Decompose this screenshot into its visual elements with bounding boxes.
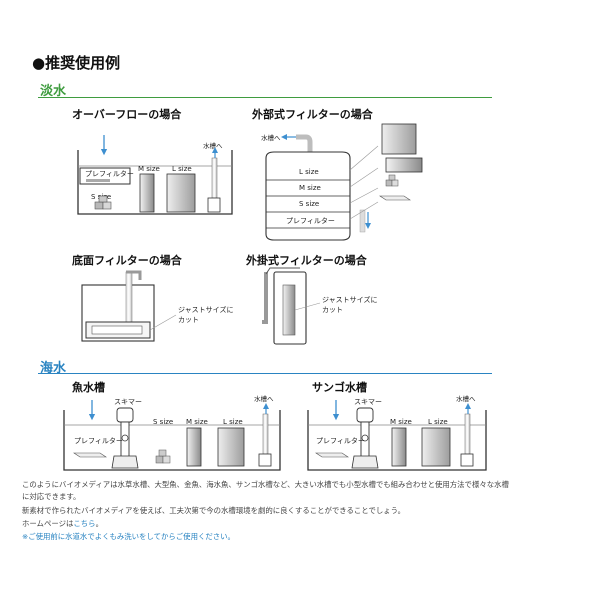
coral-prefilter-label: プレフィルター (316, 436, 365, 445)
overflow-pump (207, 197, 221, 213)
fish-m-label: M size (186, 418, 208, 426)
usage-note: ※ご使用前に水道水でよくもみ洗いをしてからご使用ください。 (22, 532, 235, 541)
section-marine-divider (38, 373, 492, 374)
homepage-suffix: 。 (95, 519, 103, 528)
homepage-line: ホームページはこちら。 (22, 519, 103, 529)
hangon-just-size-2: カット (322, 306, 343, 314)
fish-prefilter-pad (73, 452, 107, 458)
section-freshwater-divider (38, 97, 492, 98)
external-m-block (385, 157, 423, 173)
overflow-l-label: L size (172, 165, 192, 173)
external-l-label: L size (299, 168, 319, 176)
coral-m-block (391, 427, 407, 467)
fish-l-label: L size (223, 418, 243, 426)
overflow-to-tank-label: 水槽へ (203, 141, 223, 150)
overflow-m-label: M size (138, 165, 160, 173)
coral-skimmer-label: スキマー (354, 398, 382, 406)
fish-to-tank-label: 水槽へ (254, 394, 274, 403)
external-prefilter-label: プレフィルター (286, 216, 335, 225)
coral-prefilter-pad (315, 452, 349, 458)
external-title: 外部式フィルターの場合 (252, 108, 373, 121)
coral-m-label: M size (390, 418, 412, 426)
external-m-label: M size (299, 184, 321, 192)
external-to-tank-label: 水槽へ (261, 133, 281, 142)
bottom-title: 底面フィルターの場合 (72, 254, 182, 267)
external-prefilter-pad (379, 195, 411, 201)
external-l-block (381, 123, 417, 155)
section-marine-label: 海水 (40, 361, 67, 376)
overflow-l-block (166, 173, 196, 213)
hangon-title: 外掛式フィルターの場合 (246, 254, 367, 267)
hangon-just-size-1: ジャストサイズに (322, 295, 377, 304)
page-heading: ●推奨使用例 (32, 54, 121, 72)
overflow-title: オーバーフローの場合 (72, 108, 182, 121)
fish-skimmer-label: スキマー (114, 398, 142, 406)
section-freshwater-label: 淡水 (40, 84, 67, 99)
fish-prefilter-label: プレフィルター (74, 436, 123, 445)
coral-l-block (421, 427, 451, 467)
fish-m-block (186, 427, 202, 467)
fish-s-label: S size (153, 418, 173, 426)
coral-l-label: L size (428, 418, 448, 426)
homepage-prefix: ホームページは (22, 519, 74, 528)
overflow-m-block (139, 173, 155, 213)
coral-skimmer (356, 407, 374, 423)
overflow-tank (77, 150, 233, 215)
coral-title: サンゴ水槽 (312, 381, 367, 394)
homepage-link[interactable]: こちら (73, 519, 96, 528)
bottom-just-size-2: カット (178, 316, 199, 324)
fish-l-block (217, 427, 245, 467)
description-line-3: 新素材で作られたバイオメディアを使えば、工夫次第で今の水槽環境を劇的に良くするこ… (22, 506, 405, 515)
external-s-label: S size (299, 200, 319, 208)
bottom-just-size-1: ジャストサイズに (178, 305, 233, 314)
coral-tank (307, 410, 487, 471)
overflow-prefilter-label: プレフィルター (85, 169, 134, 178)
coral-to-tank-label: 水槽へ (456, 394, 476, 403)
description-line-2: に対応できます。 (22, 492, 81, 501)
description-line-1: このようにバイオメディアは水草水槽、大型魚、金魚、海水魚、サンゴ水槽など、大きい… (22, 480, 509, 489)
fish-title: 魚水槽 (72, 381, 105, 394)
fish-tank (63, 410, 281, 471)
